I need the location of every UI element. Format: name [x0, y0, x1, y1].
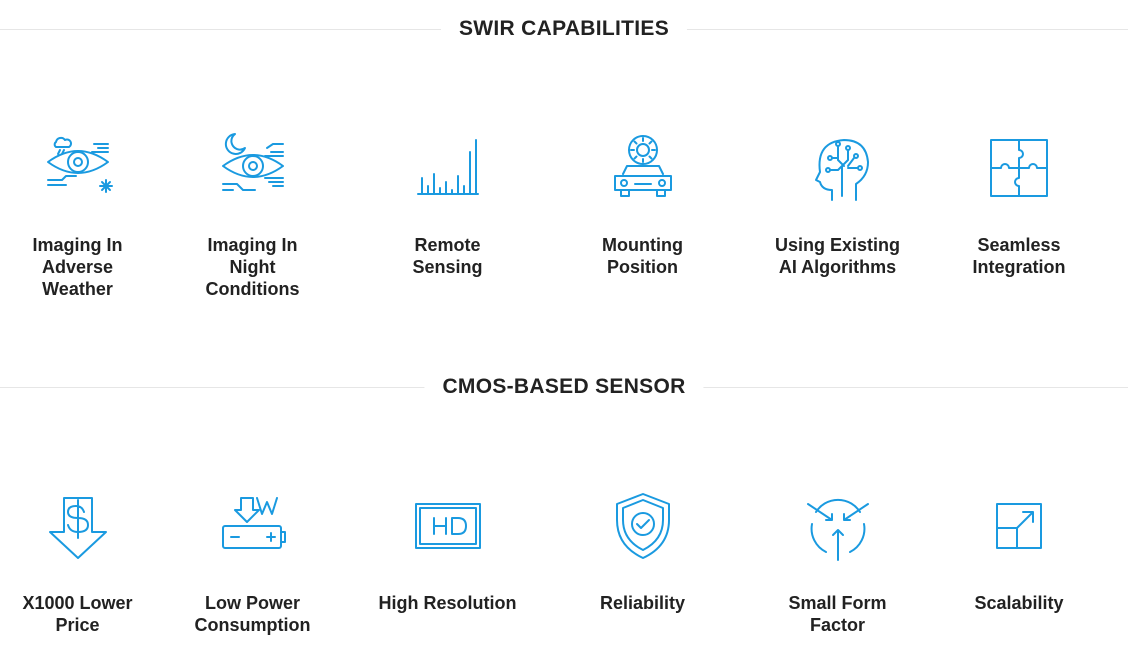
section-header: CMOS-BASED SENSOR: [0, 372, 1128, 402]
capability-label: Imaging In Adverse Weather: [32, 235, 123, 299]
feature-item: Reliability: [545, 488, 740, 636]
cmos-based-sensor-section: CMOS-BASED SENSOR X1000 Lower Price: [0, 358, 1128, 662]
capability-item: Imaging In Adverse Weather: [0, 130, 155, 300]
capability-item: Using Existing AI Algorithms: [740, 130, 935, 300]
capability-item: Imaging In Night Conditions: [155, 130, 350, 300]
feature-label: High Resolution: [378, 593, 517, 613]
signal-bars-icon: [416, 139, 479, 195]
section-title: SWIR CAPABILITIES: [440, 14, 688, 44]
ai-head-icon: [814, 139, 869, 201]
sensor-features-grid: X1000 Lower Price Low Power Consumption: [0, 488, 1128, 636]
feature-label: Reliability: [599, 593, 686, 613]
swir-capabilities-section: SWIR CAPABILITIES Imaging In Adverse Wea…: [0, 14, 1128, 300]
eye-weather-icon: [46, 136, 113, 193]
capability-label: Seamless Integration: [972, 235, 1066, 277]
feature-label: Low Power Consumption: [194, 593, 311, 635]
battery-watt-icon: [221, 497, 286, 549]
capability-label: Remote Sensing: [412, 235, 483, 277]
feature-label: Scalability: [974, 593, 1064, 613]
eye-moon-icon: [221, 133, 284, 191]
capability-label: Imaging In Night Conditions: [205, 235, 300, 299]
feature-item: Low Power Consumption: [155, 488, 350, 636]
scale-up-icon: [996, 503, 1042, 549]
car-gear-icon: [613, 135, 672, 197]
capability-label: Using Existing AI Algorithms: [774, 235, 900, 277]
feature-item: Small Form Factor: [740, 488, 935, 636]
capability-item: Mounting Position: [545, 130, 740, 300]
feature-item: High Resolution: [350, 488, 545, 636]
capability-label: Mounting Position: [602, 235, 683, 277]
section-header: SWIR CAPABILITIES: [0, 14, 1128, 44]
feature-item: X1000 Lower Price: [0, 488, 155, 636]
capabilities-grid: Imaging In Adverse Weather Imaging In Ni…: [0, 130, 1128, 300]
arrows-in-icon: [806, 498, 869, 561]
hd-screen-icon: [414, 503, 481, 549]
feature-item: Scalability: [935, 488, 1103, 636]
puzzle-icon: [990, 139, 1048, 197]
feature-label: X1000 Lower Price: [22, 593, 133, 635]
capability-item: Remote Sensing: [350, 130, 545, 300]
shield-check-icon: [615, 493, 670, 559]
section-title: CMOS-BASED SENSOR: [424, 372, 704, 402]
dollar-arrow-icon: [48, 497, 107, 559]
feature-label: Small Form Factor: [788, 593, 887, 635]
capability-item: Seamless Integration: [935, 130, 1103, 300]
